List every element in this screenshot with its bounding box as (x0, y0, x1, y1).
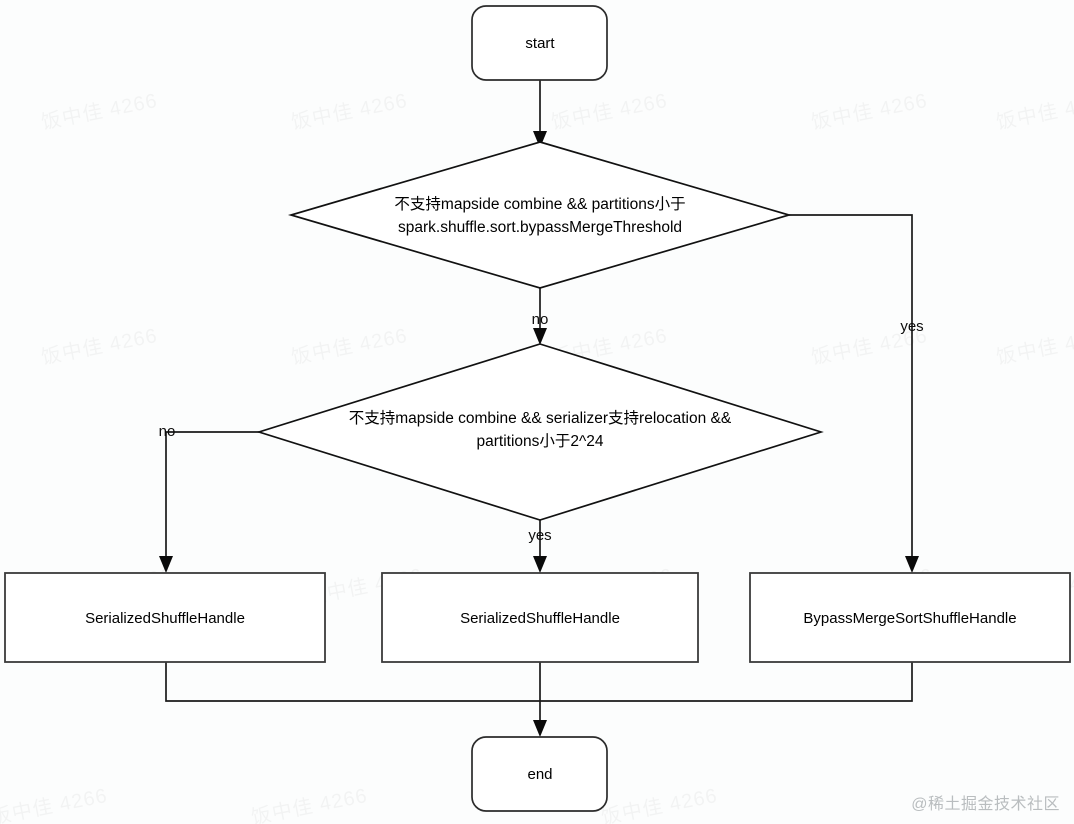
condition-2-label-line-1: 不支持mapside combine && serializer支持reloca… (349, 409, 732, 427)
handle-center-shape (381, 572, 699, 663)
handle-left-label: SerializedShuffleHandle (85, 610, 245, 627)
condition-1-label-line-1: 不支持mapside combine && partitions小于 (394, 195, 685, 213)
node-end[interactable]: end (471, 736, 608, 812)
edge-label-condition-1-no: no (532, 311, 549, 328)
condition-2-shape (256, 343, 824, 521)
arrow-head-icon (159, 556, 173, 573)
edge-handles-to-end (165, 662, 913, 737)
end-shape (471, 736, 608, 812)
start-label: start (525, 35, 555, 52)
edge-label-condition-2-yes: yes (528, 527, 551, 544)
node-condition-1[interactable]: 不支持mapside combine && partitions小于 spark… (287, 141, 793, 289)
edge-condition-1-yes (789, 214, 919, 573)
start-shape (471, 5, 608, 81)
edge-label-condition-1-yes: yes (900, 318, 923, 335)
node-serialized-shuffle-handle-left[interactable]: SerializedShuffleHandle (4, 572, 326, 663)
arrow-head-icon (533, 720, 547, 737)
node-start[interactable]: start (471, 5, 608, 81)
end-label: end (527, 766, 552, 783)
edge-condition-2-no (159, 431, 259, 573)
edge-start-to-condition-1 (533, 80, 547, 148)
node-bypass-merge-sort-shuffle-handle[interactable]: BypassMergeSortShuffleHandle (749, 572, 1071, 663)
handle-center-label: SerializedShuffleHandle (460, 610, 620, 627)
arrow-head-icon (905, 556, 919, 573)
node-serialized-shuffle-handle-center[interactable]: SerializedShuffleHandle (381, 572, 699, 663)
handle-right-label: BypassMergeSortShuffleHandle (803, 610, 1016, 627)
condition-1-shape (287, 141, 793, 289)
arrow-head-icon (533, 328, 547, 345)
arrow-head-icon (533, 131, 547, 148)
edge-condition-1-no (533, 288, 547, 345)
condition-1-label-line-2: spark.shuffle.sort.bypassMergeThreshold (398, 219, 682, 236)
arrow-head-icon (533, 556, 547, 573)
edge-label-condition-2-no: no (159, 423, 176, 440)
handle-right-shape (749, 572, 1071, 663)
edge-condition-2-yes (533, 520, 547, 573)
condition-2-label-line-2: partitions小于2^24 (476, 432, 603, 450)
node-condition-2[interactable]: 不支持mapside combine && serializer支持reloca… (256, 343, 824, 521)
watermark-corner-credit: @稀土掘金技术社区 (911, 796, 1060, 813)
handle-left-shape (4, 572, 326, 663)
